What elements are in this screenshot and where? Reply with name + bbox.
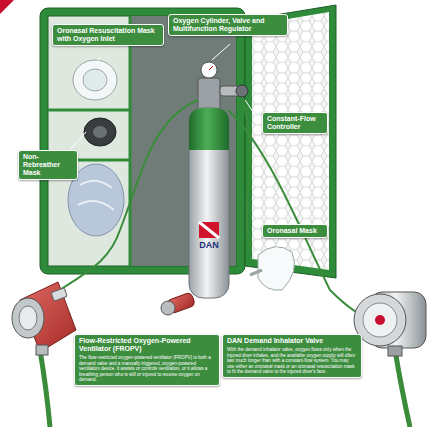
demand-valve <box>354 292 426 356</box>
oxygen-cylinder <box>189 62 248 298</box>
logo-text: DAN <box>199 241 219 250</box>
callout-heading: DAN Demand Inhalator Valve <box>227 337 357 345</box>
callout-heading: Constant-Flow Controller <box>267 115 323 131</box>
oronasal-mask <box>250 247 294 291</box>
corner-mark <box>0 0 14 14</box>
oxygen-tubes <box>40 97 410 427</box>
fropv-small <box>161 292 196 315</box>
callout-heading: Oronasal Resuscitation Mask with Oxygen … <box>57 27 159 43</box>
callout-box: Oronasal Mask <box>262 224 328 238</box>
callout-body: With the demand inhalator valve, oxygen … <box>227 347 357 375</box>
callout-box: Oronasal Resuscitation Mask with Oxygen … <box>52 24 164 46</box>
callout-body: The flow-restricted oxygen-powered venti… <box>79 355 215 383</box>
fropv-device <box>12 282 76 355</box>
callout-box: Flow-Restricted Oxygen-Powered Ventilato… <box>74 334 220 386</box>
callout-box: Constant-Flow Controller <box>262 112 328 134</box>
callout-heading: Oronasal Mask <box>267 227 323 235</box>
masks <box>68 60 124 236</box>
callout-heading: Oxygen Cylinder, Valve and Multifunction… <box>173 17 283 33</box>
callout-box: DAN Demand Inhalator ValveWith the deman… <box>222 334 362 378</box>
case <box>40 8 245 274</box>
callout-heading: Flow-Restricted Oxygen-Powered Ventilato… <box>79 337 215 353</box>
callout-box: Oxygen Cylinder, Valve and Multifunction… <box>168 14 288 36</box>
leader-lines <box>70 44 280 250</box>
callout-box: Non-Rebreather Mask <box>18 150 78 180</box>
callout-heading: Non-Rebreather Mask <box>23 153 73 177</box>
case-lid <box>245 5 336 278</box>
